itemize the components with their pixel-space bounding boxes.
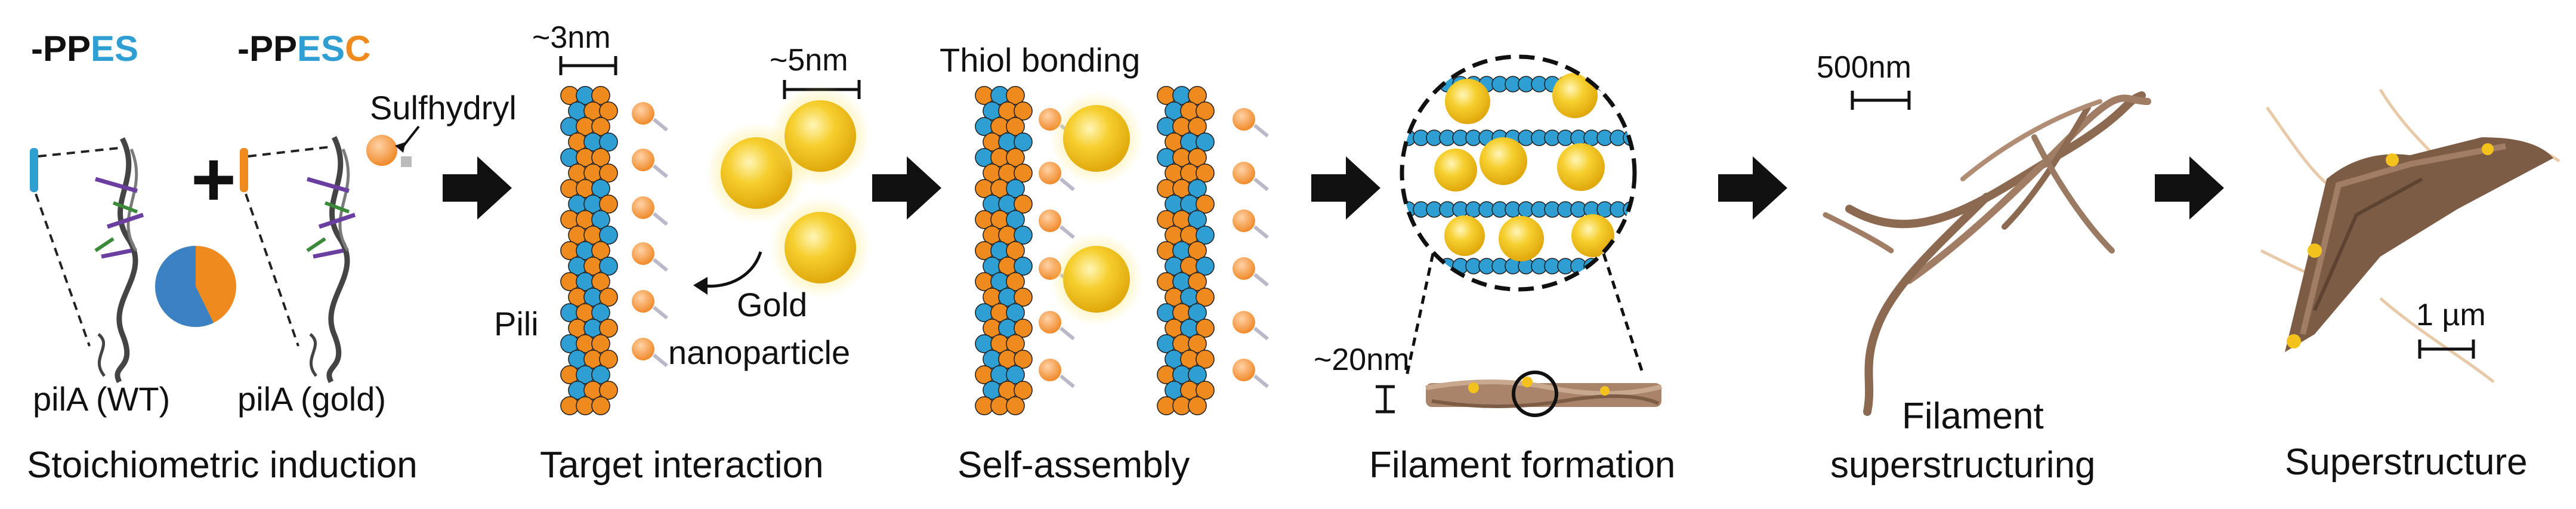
caption-filament-formation: Filament formation [1369, 445, 1675, 486]
ppesc-prefix: -PP [237, 29, 297, 69]
gold-nanoparticles [706, 85, 871, 298]
ppes-suffix: ES [91, 29, 138, 69]
sulfhydryl-group-icon [1233, 162, 1255, 184]
sulfhydryl-groups [632, 102, 668, 368]
sulfhydryl-group-icon [632, 102, 654, 125]
sulfhydryl-group-icon [632, 338, 654, 360]
sulfhydryl-groups [1039, 108, 1269, 388]
binding-arrow [699, 251, 762, 288]
bound-gold-nanoparticles [1050, 92, 1143, 326]
caption-induction: Stoichiometric induction [27, 445, 418, 486]
zoom-lens-content [1402, 57, 1635, 289]
sulfhydryl-group-icon [1039, 162, 1061, 184]
stage-superstructure: 1 µm Superstructure [2260, 88, 2560, 483]
stage-filament-formation: ~20nm Filament formation [1314, 54, 1675, 486]
ppesc-c: C [345, 29, 370, 69]
scale-bar-1um [2418, 340, 2475, 359]
gold-nanoparticle [784, 212, 856, 283]
stage-target-interaction: ~3nm Pili ~5nm Gold nanoparticle Target … [494, 20, 871, 486]
scale-bar-3nm [559, 56, 617, 75]
ppesc-label: -PPESC [237, 29, 370, 69]
sulfhydryl-group-icon [366, 135, 397, 166]
pila-gold-label: pilA (gold) [237, 380, 386, 418]
pila-wt-label: pilA (WT) [33, 380, 170, 418]
scale-bar-20nm [1376, 385, 1395, 414]
sulfhydryl-group-icon [632, 242, 654, 265]
zoom-circle-icon [1400, 54, 1637, 292]
thiol-bonding-label: Thiol bonding [940, 41, 1140, 79]
sulfhydryl-label: Sulfhydryl [370, 89, 517, 127]
right-arrow-icon [872, 156, 941, 220]
caption-superstructure: Superstructure [2285, 442, 2528, 483]
sulfhydryl-group-icon [1039, 359, 1061, 381]
sulfhydryl-group-icon [632, 196, 654, 219]
lens-gold-nanoparticles [1434, 73, 1614, 261]
ppes-prefix: -PP [31, 29, 91, 69]
pila-gold-protein [240, 135, 412, 384]
right-arrow-icon [2155, 156, 2224, 220]
caption-self-assembly: Self-assembly [957, 445, 1190, 486]
gold-nanoparticle [1063, 105, 1130, 172]
sulfhydryl-group-icon [1233, 209, 1255, 232]
gold-label-line2: nanoparticle [668, 334, 850, 371]
stage-self-assembly: Thiol bonding Self-assembly [940, 41, 1269, 486]
scale-bar-500nm [1851, 91, 1911, 110]
scale-1um-label: 1 µm [2416, 298, 2486, 332]
pila-wt-protein [30, 137, 144, 384]
ppesc-es: ES [297, 29, 345, 69]
right-arrow-icon [443, 156, 512, 220]
stage-superstructuring: 500nm Filament superstructuring [1817, 50, 2151, 486]
stage-induction: -PPES -PPESC + [27, 29, 517, 486]
sulfhydryl-group-icon [1233, 311, 1255, 334]
scale-500nm-label: 500nm [1817, 50, 1911, 85]
gold-nanoparticle [1063, 246, 1130, 313]
scale-5nm-label: ~5nm [770, 43, 848, 78]
plus-sign: + [191, 135, 236, 223]
right-arrow-icon [1311, 156, 1380, 220]
pilus-fiber [975, 86, 1033, 415]
scale-20nm-label: ~20nm [1314, 343, 1409, 377]
gold-label-line1: Gold [737, 286, 807, 323]
caption-target-interaction: Target interaction [540, 445, 824, 486]
scale-3nm-label: ~3nm [532, 20, 611, 55]
caption-superstructuring-line2: superstructuring [1830, 445, 2096, 486]
filament-rod [1425, 377, 1663, 408]
zoom-guide-lines [1405, 253, 1645, 377]
pilus-fiber [560, 86, 618, 415]
pilus-fiber [1157, 86, 1215, 415]
superstructure-bundle [2260, 88, 2560, 383]
sulfhydryl-group-icon [1039, 209, 1061, 232]
right-arrow-icon [1718, 156, 1787, 220]
gold-nanoparticle [784, 100, 856, 172]
zoom-marker-circle [1512, 371, 1558, 417]
sulfhydryl-group-icon [1233, 257, 1255, 280]
stoichiometry-pie [155, 245, 236, 327]
filament-bundle [1823, 91, 2151, 416]
sulfhydryl-group-icon [1039, 311, 1061, 334]
pili-label: Pili [494, 305, 539, 343]
sulfhydryl-group-icon [632, 290, 654, 313]
ppes-label: -PPES [31, 29, 138, 69]
sulfhydryl-group-icon [632, 149, 654, 171]
caption-superstructuring-line1: Filament [1902, 396, 2044, 437]
sulfhydryl-group-icon [1233, 108, 1255, 131]
sulfhydryl-group-icon [1233, 359, 1255, 381]
